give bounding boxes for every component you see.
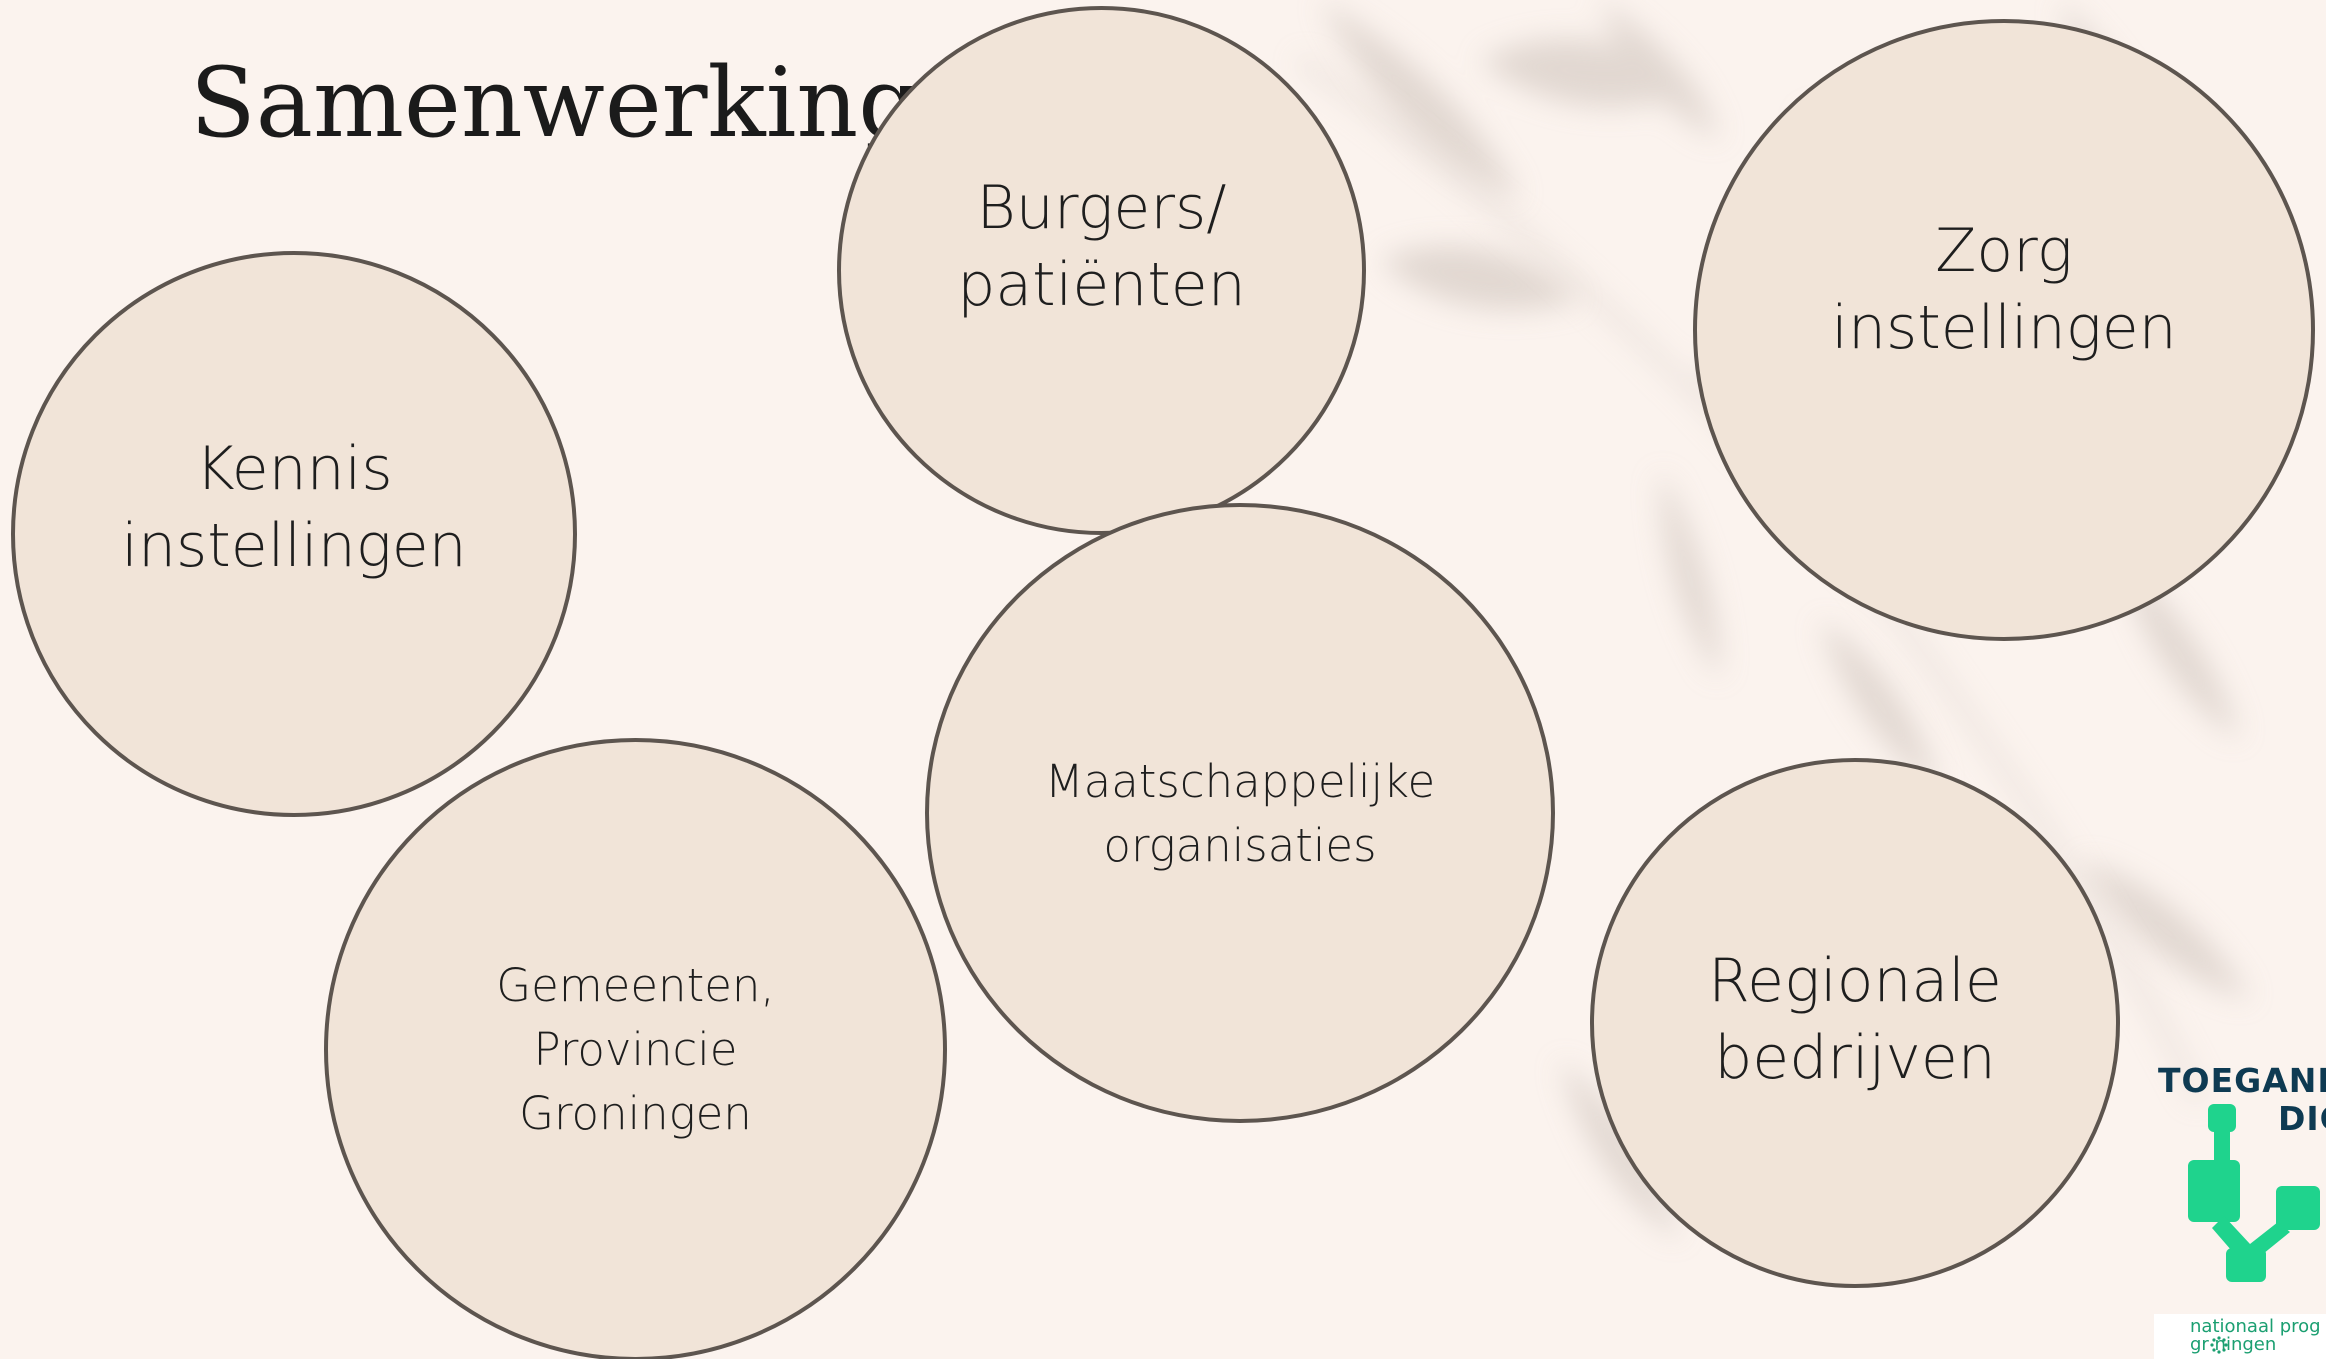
circle-burgers-patienten-label: Burgers/ patiënten xyxy=(957,172,1246,320)
circle-maatschappelijke-organisaties: Maatschappelijke organisaties xyxy=(925,503,1555,1123)
logo-footer: nationaal prog gr ningen xyxy=(2154,1314,2326,1359)
logo-footer-line1: nationaal prog xyxy=(2190,1316,2321,1337)
circle-gemeenten-provincie: Gemeenten, Provincie Groningen xyxy=(324,738,947,1359)
logo-footer-line2: gr ningen xyxy=(2190,1334,2277,1355)
toegankelijk-digitaal-logo: TOEGANKE DIG nationaal prog gr ningen xyxy=(2150,1052,2326,1359)
circle-zorg-instellingen-label: Zorg instellingen xyxy=(1831,216,2177,363)
logo-wordmark-line1: TOEGANKE xyxy=(2158,1061,2326,1100)
circle-regionale-bedrijven: Regionale bedrijven xyxy=(1590,758,2120,1288)
circle-zorg-instellingen: Zorg instellingen xyxy=(1693,19,2315,641)
circle-regionale-bedrijven-label: Regionale bedrijven xyxy=(1708,946,2002,1093)
logo-footer-dots-icon xyxy=(2210,1336,2228,1354)
logo-wordmark-line2: DIG xyxy=(2278,1099,2326,1138)
slide-title: Samenwerking xyxy=(190,47,920,159)
circle-burgers-patienten: Burgers/ patiënten xyxy=(837,6,1366,535)
circle-maatschappelijke-organisaties-label: Maatschappelijke organisaties xyxy=(1044,755,1436,872)
circle-kennis-instellingen: Kennis instellingen xyxy=(11,251,577,817)
logo-network-icon xyxy=(2188,1104,2320,1282)
circle-kennis-instellingen-label: Kennis instellingen xyxy=(121,434,467,581)
circle-gemeenten-provincie-label: Gemeenten, Provincie Groningen xyxy=(496,958,775,1140)
